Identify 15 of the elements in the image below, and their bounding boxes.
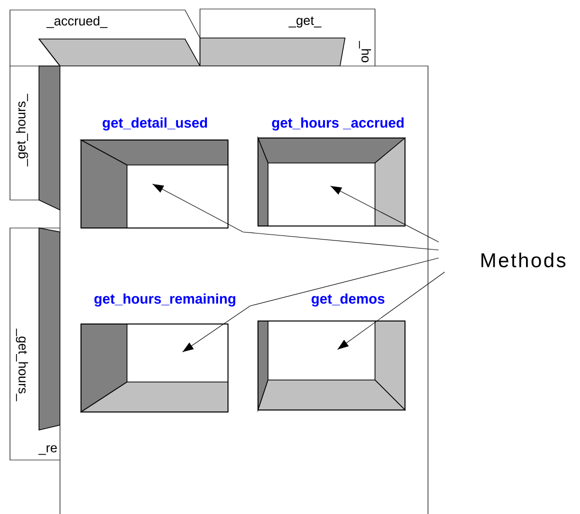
arrow	[330, 186, 439, 242]
arrow	[337, 272, 445, 350]
page-drawing: _get_ _ho	[200, 8, 376, 66]
page-drawing: _accrued_	[10, 10, 201, 66]
node-label: get_hours _accrued	[272, 117, 404, 131]
node-label: get_demos	[312, 293, 384, 307]
label: _re	[38, 445, 57, 455]
node-label: get_detail_used	[102, 117, 207, 131]
page-drawing: _get_hours_	[10, 66, 60, 211]
callout-text: Methods	[482, 252, 566, 268]
node-label: get_hours_remaining	[94, 293, 236, 307]
page-drawing: _get_hours_ _re	[10, 228, 60, 460]
arrow	[152, 184, 439, 250]
label: _get_hours_	[16, 328, 28, 402]
arrow	[182, 258, 439, 352]
